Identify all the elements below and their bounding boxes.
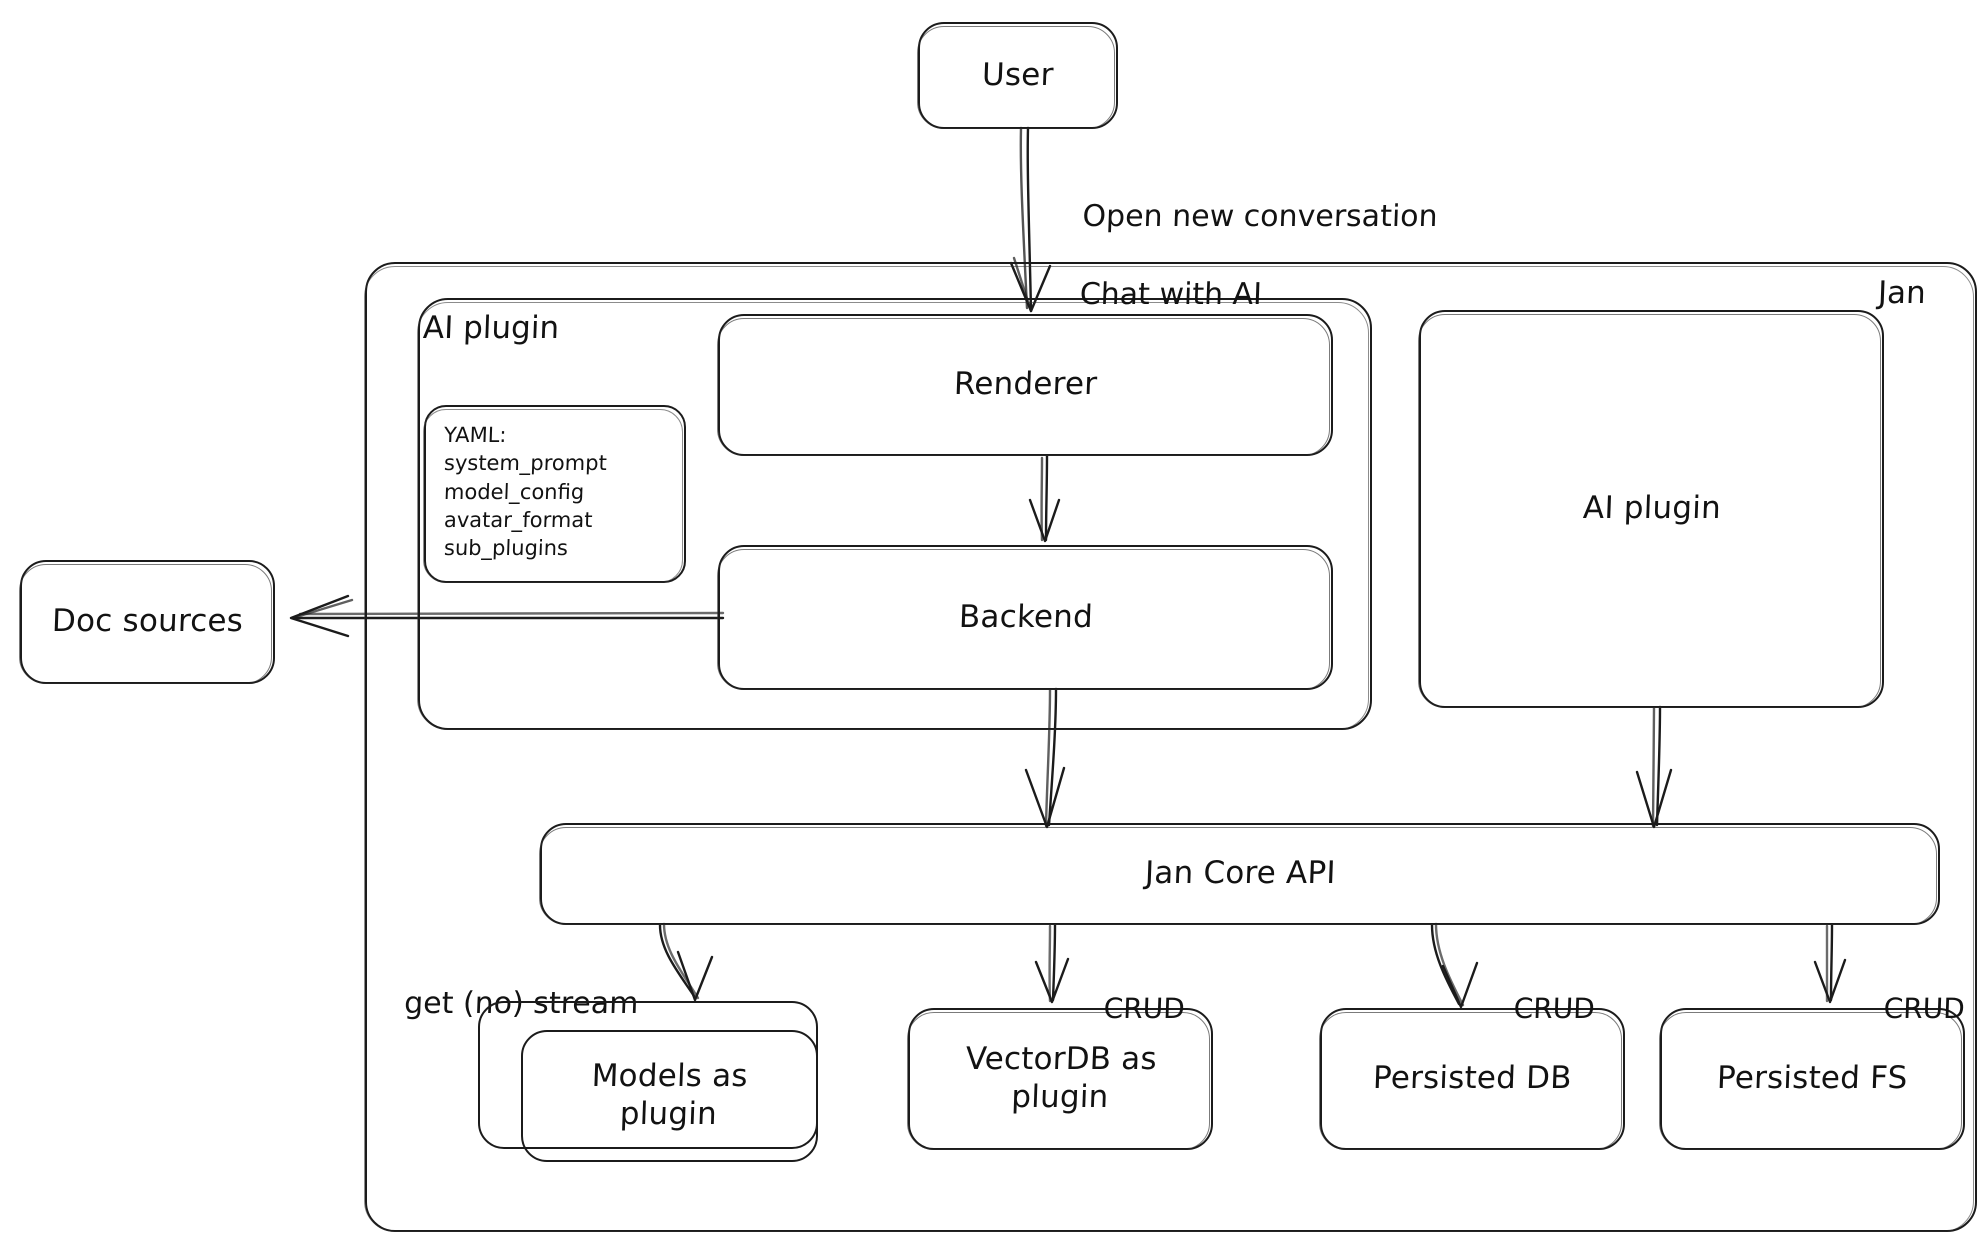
edge-label-persisted-fs: CRUD (1846, 955, 1966, 1064)
node-user[interactable]: User (917, 22, 1118, 129)
edge-label-vectordb: CRUD (1066, 955, 1186, 1064)
node-user-label: User (981, 56, 1055, 93)
node-doc-sources-label: Doc sources (51, 603, 244, 640)
node-models-as-plugin[interactable]: Models as plugin (521, 1030, 818, 1162)
yaml-key-sub-plugins: sub_plugins (443, 536, 569, 561)
edge-label-persisted-db: CRUD (1476, 955, 1596, 1064)
node-persisted-db-label: Persisted DB (1372, 1060, 1573, 1097)
node-doc-sources[interactable]: Doc sources (19, 560, 275, 684)
node-persisted-db[interactable]: Persisted DB (1319, 1008, 1625, 1150)
edge-label-vectordb-text: CRUD (1103, 992, 1186, 1026)
node-backend-label: Backend (957, 598, 1094, 635)
edge-label-line-2: Chat with AI (1079, 277, 1263, 312)
node-persisted-fs-label: Persisted FS (1716, 1060, 1909, 1097)
node-renderer[interactable]: Renderer (717, 314, 1333, 456)
node-persisted-fs[interactable]: Persisted FS (1659, 1008, 1965, 1150)
yaml-key-avatar-format: avatar_format (443, 508, 593, 533)
jan-container-label: Jan (1877, 275, 1927, 311)
node-ai-plugin-label: AI plugin (1581, 490, 1722, 527)
node-jan-core-api-label: Jan Core API (1144, 855, 1337, 892)
edge-label-persisted-db-text: CRUD (1513, 992, 1596, 1026)
yaml-key-model-config: model_config (443, 479, 585, 504)
node-renderer-label: Renderer (953, 366, 1098, 403)
yaml-key-system-prompt: system_prompt (443, 451, 608, 476)
ai-plugin-group-label: AI plugin (422, 310, 560, 346)
node-jan-core-api[interactable]: Jan Core API (539, 823, 1940, 925)
node-backend[interactable]: Backend (717, 545, 1333, 690)
edge-label-line-1: Open new conversation (1081, 199, 1439, 234)
jan-container (364, 262, 1977, 1232)
node-ai-plugin[interactable]: AI plugin (1418, 310, 1884, 708)
node-models-as-plugin-label: Models as plugin (591, 1058, 749, 1132)
ai-plugin-group (417, 298, 1372, 730)
yaml-header: YAML: (443, 423, 507, 447)
edge-label-persisted-fs-text: CRUD (1883, 992, 1966, 1026)
node-vectordb-as-plugin[interactable]: VectorDB as plugin (907, 1008, 1213, 1150)
yaml-config-card: YAML: system_prompt model_config avatar_… (423, 405, 686, 583)
